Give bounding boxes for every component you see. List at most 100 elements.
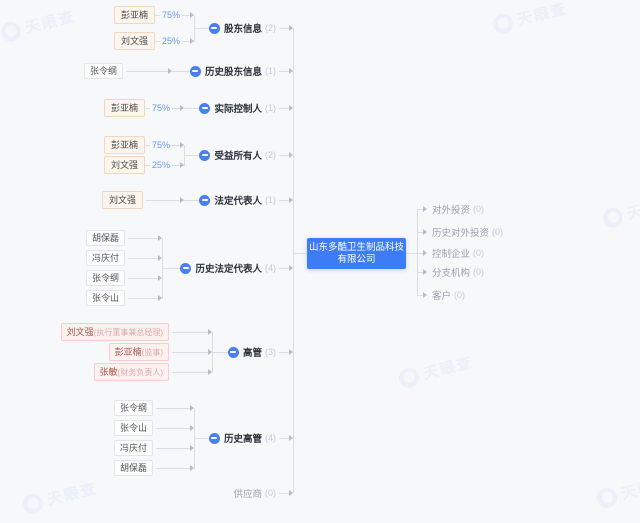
arrow-right-icon (289, 265, 293, 271)
node-count: (1) (265, 66, 276, 76)
person-tag[interactable]: 胡保磊 (85, 230, 125, 246)
person-tag[interactable]: 刘文强(执行董事兼总经理) (60, 323, 169, 341)
person-tag[interactable]: 冯庆付 (85, 250, 125, 266)
arrow-right-icon (180, 142, 184, 148)
member-row: 冯庆付 (85, 249, 162, 267)
person-tag[interactable]: 彭亚楠(监事) (108, 343, 169, 361)
person-tag[interactable]: 张令山 (85, 290, 125, 306)
arrow-right-icon (190, 465, 194, 471)
company-node[interactable]: 山东多酷卫生制品科技 有限公司 (307, 238, 406, 269)
share-percent: 25% (161, 36, 180, 46)
node-legal-representative[interactable]: 法定代表人 (1) (199, 192, 293, 208)
person-role: (执行董事兼总经理) (93, 327, 163, 337)
tianyancha-logo-icon (594, 485, 619, 510)
arrow-connector (128, 295, 162, 302)
person-tag[interactable]: 彭亚楠 (103, 136, 145, 154)
tianyancha-watermark: 天眼查 (600, 191, 640, 230)
tianyancha-watermark: 天眼查 (20, 477, 100, 516)
arrow-right-icon (423, 250, 427, 256)
node-count: (2) (265, 150, 276, 160)
node-label: 历史高管 (223, 434, 262, 445)
arrow-right-icon (208, 329, 212, 335)
tianyancha-logo-icon (490, 11, 515, 36)
person-tag[interactable]: 冯庆付 (113, 440, 153, 456)
collapse-icon[interactable] (227, 346, 239, 358)
node-history-legal-representatives[interactable]: 历史法定代表人 (4) (180, 260, 293, 276)
arrow-right-icon (289, 349, 293, 355)
node-label: 供应商 (233, 489, 262, 500)
member-row: 张敏(财务负责人) (93, 363, 212, 381)
tianyancha-watermark: 天眼查 (0, 5, 78, 44)
person-tag[interactable]: 胡保磊 (113, 460, 153, 476)
person-tag[interactable]: 张令纲 (113, 400, 153, 416)
node-history-shareholders[interactable]: 历史股东信息 (1) (189, 63, 293, 79)
arrow-right-icon (289, 197, 293, 203)
collapse-icon[interactable] (199, 194, 211, 206)
watermark-text: 天眼查 (23, 8, 78, 37)
arrow-right-icon (168, 68, 172, 74)
arrow-connector (279, 265, 293, 272)
arrow-connector (172, 105, 184, 112)
arrow-right-icon (158, 295, 162, 301)
right-item-label: 客户 (432, 291, 452, 302)
connector-line (406, 253, 417, 254)
arrow-connector (172, 329, 212, 336)
person-tag[interactable]: 刘文强 (103, 156, 145, 174)
arrow-right-icon (289, 68, 293, 74)
node-count: (4) (265, 433, 276, 443)
arrow-connector (172, 349, 212, 356)
right-item-controlled-companies[interactable]: 控制企业 (0) (417, 246, 484, 260)
share-percent: 75% (151, 103, 170, 113)
bracket-line (184, 145, 185, 166)
arrow-right-icon (180, 197, 184, 203)
bracket-line (212, 332, 213, 373)
right-item-outbound-investment[interactable]: 对外投资 (0) (417, 202, 484, 216)
node-shareholders[interactable]: 股东信息 (2) (208, 20, 293, 36)
person-tag[interactable]: 张令纲 (85, 270, 125, 286)
right-item-label: 历史对外投资 (432, 228, 490, 239)
arrow-connector (172, 369, 212, 376)
node-actual-controller[interactable]: 实际控制人 (1) (199, 100, 293, 116)
node-beneficial-owners[interactable]: 受益所有人 (2) (199, 147, 293, 163)
arrow-connector (156, 465, 194, 472)
right-item-history-outbound-investment[interactable]: 历史对外投资 (0) (417, 225, 503, 239)
person-tag[interactable]: 彭亚楠 (103, 99, 145, 117)
person-tag[interactable]: 刘文强 (101, 191, 143, 209)
arrow-connector (182, 38, 194, 45)
arrow-right-icon (289, 435, 293, 441)
node-label: 受益所有人 (214, 151, 262, 162)
right-item-customers[interactable]: 客户 (0) (417, 288, 465, 302)
arrow-right-icon (180, 162, 184, 168)
arrow-connector (279, 197, 293, 204)
node-executives[interactable]: 高管 (3) (227, 344, 293, 360)
tianyancha-watermark: 天眼查 (396, 351, 476, 390)
member-row: 张令山 (85, 289, 162, 307)
person-tag[interactable]: 张令山 (113, 420, 153, 436)
member-row: 彭亚楠 75% (113, 6, 194, 24)
collapse-icon[interactable] (199, 149, 211, 161)
right-item-branches[interactable]: 分支机构 (0) (417, 265, 484, 279)
collapse-icon[interactable] (208, 22, 220, 34)
right-item-label: 控制企业 (432, 249, 471, 260)
arrow-connector (128, 275, 162, 282)
connector-line (293, 253, 307, 254)
central-spine-line (293, 28, 294, 493)
person-tag[interactable]: 彭亚楠 (113, 6, 155, 24)
arrow-connector (156, 405, 194, 412)
arrow-right-icon (423, 269, 427, 275)
node-suppliers[interactable]: 供应商 (0) (233, 485, 293, 501)
person-tag[interactable]: 张令纲 (83, 63, 123, 79)
collapse-icon[interactable] (189, 65, 201, 77)
arrow-connector (172, 142, 184, 149)
node-label: 股东信息 (223, 24, 262, 35)
arrow-connector (279, 349, 293, 356)
collapse-icon[interactable] (199, 102, 211, 114)
node-history-executives[interactable]: 历史高管 (4) (208, 430, 293, 446)
collapse-icon[interactable] (208, 432, 220, 444)
person-tag[interactable]: 刘文强 (113, 32, 155, 50)
tianyancha-watermark: 天眼查 (594, 471, 640, 510)
right-item-count: (0) (473, 248, 485, 258)
collapse-icon[interactable] (180, 262, 192, 274)
person-tag[interactable]: 张敏(财务负责人) (93, 363, 169, 381)
